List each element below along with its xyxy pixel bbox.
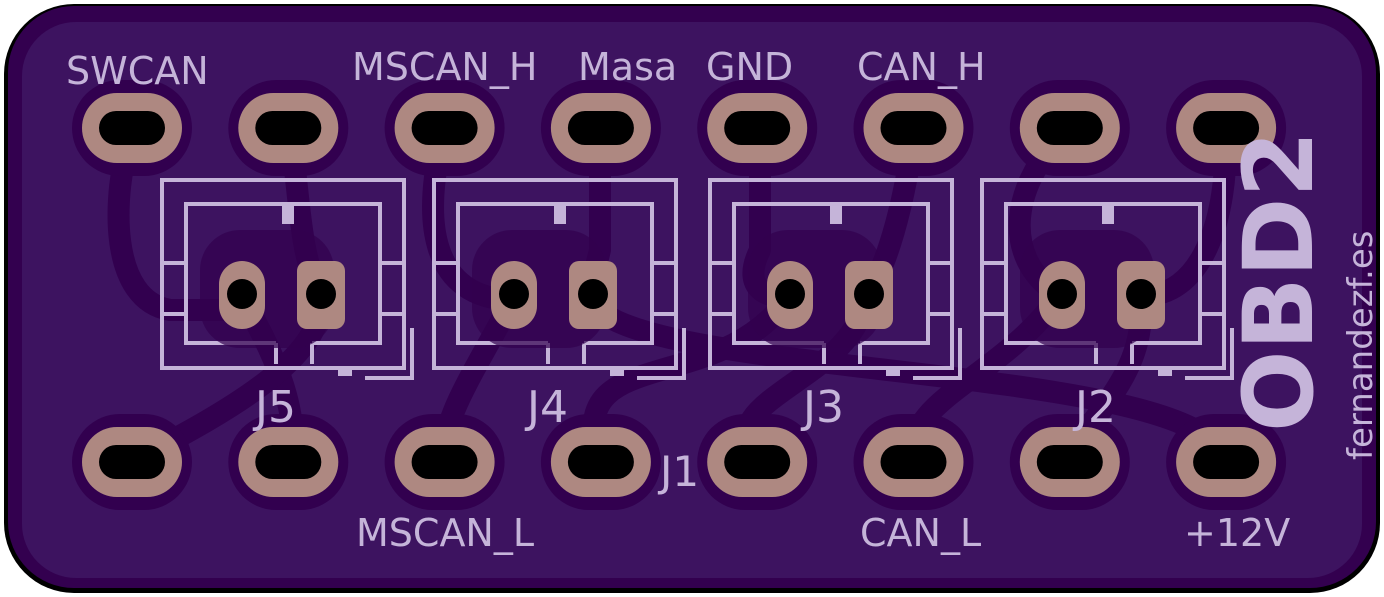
label-can-h: CAN_H — [857, 45, 986, 89]
pin1-marker — [610, 366, 624, 376]
pin1-corner-marker — [637, 328, 686, 380]
label-mscan-l: MSCAN_L — [356, 511, 534, 555]
pin1-corner-marker — [913, 328, 962, 380]
connector-j3: J3 — [708, 178, 962, 433]
j1-pad — [72, 80, 192, 176]
connector-body-outline — [980, 178, 1226, 370]
connector-pad — [1117, 261, 1165, 329]
pin1-marker — [338, 366, 352, 376]
board-website: fernandezf.es — [1341, 231, 1381, 460]
j1-bottom-pads — [72, 414, 1287, 510]
pad-drill — [1193, 445, 1260, 479]
pad-drill — [411, 111, 478, 145]
connector-key — [1102, 204, 1114, 224]
connector-ref-label: J2 — [1072, 382, 1116, 433]
pad-drill — [255, 445, 322, 479]
pad-drill — [880, 445, 947, 479]
connector-key — [282, 204, 294, 224]
board-title: OBD2 — [1223, 131, 1335, 432]
connector-pad — [200, 230, 334, 348]
j1-pad — [540, 80, 661, 176]
label-can-l: CAN_L — [860, 511, 981, 555]
connector-ref-label: J5 — [252, 382, 296, 433]
pad-drill — [1036, 111, 1103, 145]
connector-j4: J4 — [432, 178, 686, 433]
connector-pad — [845, 261, 893, 329]
connectors: J5 J4 J3 J2 — [160, 178, 1234, 433]
connector-pad — [569, 261, 617, 329]
connector-side-tabs — [162, 261, 404, 316]
pad-drill — [724, 445, 791, 479]
j1-pad — [1009, 80, 1130, 176]
j1-pad — [697, 80, 818, 176]
connector-key — [830, 204, 842, 224]
j1-pad — [228, 80, 349, 176]
j1-pad — [384, 80, 505, 176]
connector-body-outline — [708, 178, 954, 370]
j1-pad — [72, 414, 192, 510]
connector-j2: J2 — [980, 178, 1234, 433]
j1-pad — [697, 414, 818, 510]
pin1-corner-marker — [1185, 328, 1234, 380]
pad-drill — [1193, 111, 1260, 145]
pad-drill — [99, 445, 165, 479]
pad-drill — [1036, 445, 1103, 479]
connector-ref-label: J3 — [800, 382, 844, 433]
pad-drill — [411, 445, 478, 479]
label-gnd: GND — [706, 45, 793, 89]
connector-side-tabs — [434, 261, 676, 316]
connector-side-tabs — [982, 261, 1224, 316]
pad-drill — [99, 111, 165, 145]
pad-drill — [775, 279, 805, 309]
pad-drill — [724, 111, 791, 145]
connector-body-outline — [160, 178, 406, 370]
pad-drill — [255, 111, 322, 145]
pin1-marker — [1158, 366, 1172, 376]
pad-drill — [854, 279, 884, 309]
j1-pad — [1166, 80, 1287, 176]
connector-body-outline — [432, 178, 678, 370]
pad-drill — [880, 111, 947, 145]
connector-side-tabs — [710, 261, 952, 316]
connector-ref-label: J4 — [524, 382, 568, 433]
label-plus-12v: +12V — [1184, 511, 1290, 555]
pad-drill — [578, 279, 608, 309]
pad-drill — [567, 445, 634, 479]
label-mscan-h: MSCAN_H — [352, 45, 537, 89]
j1-pad — [1166, 414, 1287, 510]
pad-drill — [306, 279, 336, 309]
j1-pad — [228, 414, 349, 510]
connector-j5: J5 — [160, 178, 414, 433]
pin1-corner-marker — [365, 328, 414, 380]
pin1-marker — [886, 366, 900, 376]
pad-drill — [1047, 279, 1077, 309]
label-swcan: SWCAN — [66, 49, 209, 93]
j1-pad — [853, 414, 974, 510]
label-masa: Masa — [578, 45, 677, 89]
label-j1: J1 — [657, 447, 699, 496]
j1-pad — [1009, 414, 1130, 510]
pad-drill — [227, 279, 257, 309]
connector-key — [554, 204, 566, 224]
j1-pad — [540, 414, 661, 510]
pad-drill — [1126, 279, 1156, 309]
j1-pad — [853, 80, 974, 176]
connector-pad — [297, 261, 345, 329]
j1-top-pads — [72, 80, 1287, 176]
pad-drill — [499, 279, 529, 309]
pad-drill — [567, 111, 634, 145]
j1-pad — [384, 414, 505, 510]
